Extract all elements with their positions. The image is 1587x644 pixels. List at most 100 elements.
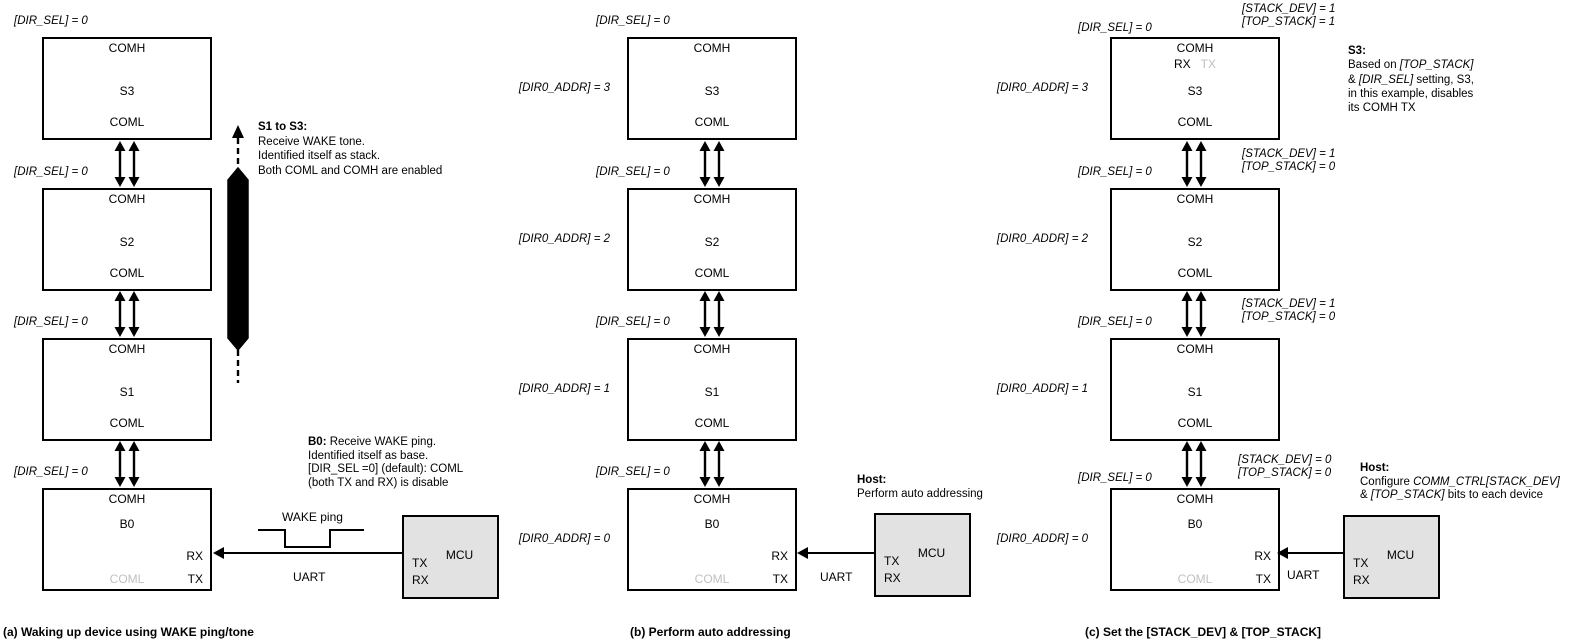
- stack-link-arrows: [699, 291, 725, 337]
- dir0-addr-label: [DIR0_ADDR] = 2: [996, 233, 1088, 245]
- uart-label: UART: [293, 570, 326, 584]
- mcu-label: MCU: [445, 548, 474, 562]
- uart-arrowhead: [1277, 547, 1288, 559]
- rx-enabled-label: RX: [1173, 57, 1191, 71]
- device-box-s2: COMH S2 COML: [627, 188, 797, 291]
- uart-arrowhead: [797, 547, 808, 559]
- device-box-s2: COMH S2 COML: [42, 188, 212, 291]
- host-note: Host: Configure COMM_CTRL[STACK_DEV] & […: [1360, 462, 1560, 502]
- dir-sel-label: [DIR_SEL] = 0: [1078, 472, 1152, 484]
- port-coml: COML: [694, 115, 730, 129]
- dir0-addr-label: [DIR0_ADDR] = 2: [518, 233, 610, 245]
- stack-link-arrows: [1181, 291, 1207, 337]
- device-box-b0: COMH B0 RX TX COML: [1110, 488, 1280, 591]
- mcu-box: MCU TX RX: [1343, 515, 1440, 599]
- stack-dev-top-stack-labels: [STACK_DEV] = 1 [TOP_STACK] = 0: [1242, 148, 1336, 173]
- port-comh: COMH: [108, 492, 146, 506]
- device-box-s3: COMH S3 COML: [42, 37, 212, 140]
- dir0-addr-label: [DIR0_ADDR] = 3: [996, 82, 1088, 94]
- mcu-label: MCU: [1386, 548, 1415, 562]
- dir-sel-label: [DIR_SEL] = 0: [14, 316, 88, 328]
- wake-ping-waveform: [258, 529, 364, 548]
- port-comh: COMH: [693, 41, 731, 55]
- mcu-tx-pin: TX: [412, 556, 428, 570]
- mcu-tx-pin: TX: [1353, 556, 1369, 570]
- uart-line: [808, 552, 874, 554]
- device-box-s1: COMH S1 COML: [42, 338, 212, 441]
- mcu-tx-pin: TX: [884, 554, 900, 568]
- port-coml-disabled: COML: [1177, 572, 1213, 586]
- device-name: B0: [1187, 517, 1203, 531]
- stack-devices-note: S1 to S3: Receive WAKE tone. Identified …: [258, 121, 443, 177]
- dir0-addr-label: [DIR0_ADDR] = 3: [518, 82, 610, 94]
- device-name: S2: [1187, 235, 1203, 249]
- uart-arrowhead: [213, 547, 224, 559]
- stack-link-arrows: [1181, 441, 1207, 487]
- dir0-addr-label: [DIR0_ADDR] = 0: [996, 533, 1088, 545]
- host-note: Host: Perform auto addressing: [857, 474, 983, 500]
- tx-pin-label: TX: [1255, 572, 1271, 586]
- dir0-addr-label: [DIR0_ADDR] = 1: [518, 383, 610, 395]
- dir-sel-label: [DIR_SEL] = 0: [14, 166, 88, 178]
- device-box-b0: COMH B0 RX TX COML: [42, 488, 212, 591]
- port-comh: COMH: [693, 342, 731, 356]
- mcu-rx-pin: RX: [412, 573, 429, 587]
- device-name: B0: [704, 517, 720, 531]
- device-box-s1: COMH S1 COML: [1110, 338, 1280, 441]
- uart-line: [224, 552, 402, 554]
- dir-sel-label: [DIR_SEL] = 0: [596, 166, 670, 178]
- dir-sel-label: [DIR_SEL] = 0: [1078, 316, 1152, 328]
- port-comh: COMH: [108, 192, 146, 206]
- mcu-box: MCU TX RX: [874, 513, 971, 597]
- caption-panel-c: (c) Set the [STACK_DEV] & [TOP_STACK]: [1085, 625, 1322, 639]
- device-name: S1: [704, 385, 720, 399]
- mcu-box: MCU TX RX: [402, 515, 499, 599]
- port-coml: COML: [109, 416, 145, 430]
- port-coml: COML: [694, 266, 730, 280]
- dir-sel-label: [DIR_SEL] = 0: [1078, 22, 1152, 34]
- device-box-s1: COMH S1 COML: [627, 338, 797, 441]
- rx-pin-label: RX: [186, 549, 203, 563]
- device-name: S3: [119, 84, 135, 98]
- comh-rx-tx-state: RX TX: [1112, 57, 1278, 71]
- port-comh: COMH: [693, 492, 731, 506]
- caption-panel-b: (b) Perform auto addressing: [630, 625, 791, 639]
- device-box-s3: COMH RX TX S3 COML: [1110, 37, 1280, 140]
- stack-dev-top-stack-labels: [STACK_DEV] = 0 [TOP_STACK] = 0: [1238, 454, 1332, 479]
- s3-behavior-note: S3: Based on [TOP_STACK] & [DIR_SEL] set…: [1348, 45, 1474, 115]
- stack-link-arrows: [699, 441, 725, 487]
- port-coml: COML: [109, 266, 145, 280]
- port-coml-disabled: COML: [694, 572, 730, 586]
- port-coml: COML: [1177, 115, 1213, 129]
- tx-pin-label: TX: [772, 572, 788, 586]
- mcu-rx-pin: RX: [884, 571, 901, 585]
- stack-link-arrows: [699, 141, 725, 187]
- port-coml: COML: [694, 416, 730, 430]
- device-name: S3: [704, 84, 720, 98]
- port-comh: COMH: [1176, 192, 1214, 206]
- device-name: S3: [1187, 84, 1203, 98]
- wake-tone-banner: WAKE TONE: [227, 125, 249, 383]
- wake-tone-label: WAKE TONE: [233, 222, 245, 299]
- tx-disabled-label: TX: [1200, 57, 1216, 71]
- port-comh: COMH: [693, 192, 731, 206]
- dir0-addr-label: [DIR0_ADDR] = 0: [518, 533, 610, 545]
- wake-ping-label: WAKE ping: [282, 510, 343, 524]
- device-box-s2: COMH S2 COML: [1110, 188, 1280, 291]
- uart-label: UART: [1287, 568, 1320, 582]
- dir-sel-label: [DIR_SEL] = 0: [596, 316, 670, 328]
- device-name: S1: [119, 385, 135, 399]
- tx-pin-label: TX: [187, 572, 203, 586]
- port-comh: COMH: [108, 342, 146, 356]
- port-comh: COMH: [1176, 492, 1214, 506]
- port-comh: COMH: [1176, 342, 1214, 356]
- port-coml: COML: [109, 115, 145, 129]
- stack-link-arrows: [114, 441, 140, 487]
- uart-line: [1288, 552, 1343, 554]
- base-device-note: B0: Receive WAKE ping. Identified itself…: [308, 436, 464, 489]
- port-comh: COMH: [1176, 41, 1214, 55]
- mcu-rx-pin: RX: [1353, 573, 1370, 587]
- dir-sel-label: [DIR_SEL] = 0: [596, 15, 670, 27]
- port-coml-disabled: COML: [109, 572, 145, 586]
